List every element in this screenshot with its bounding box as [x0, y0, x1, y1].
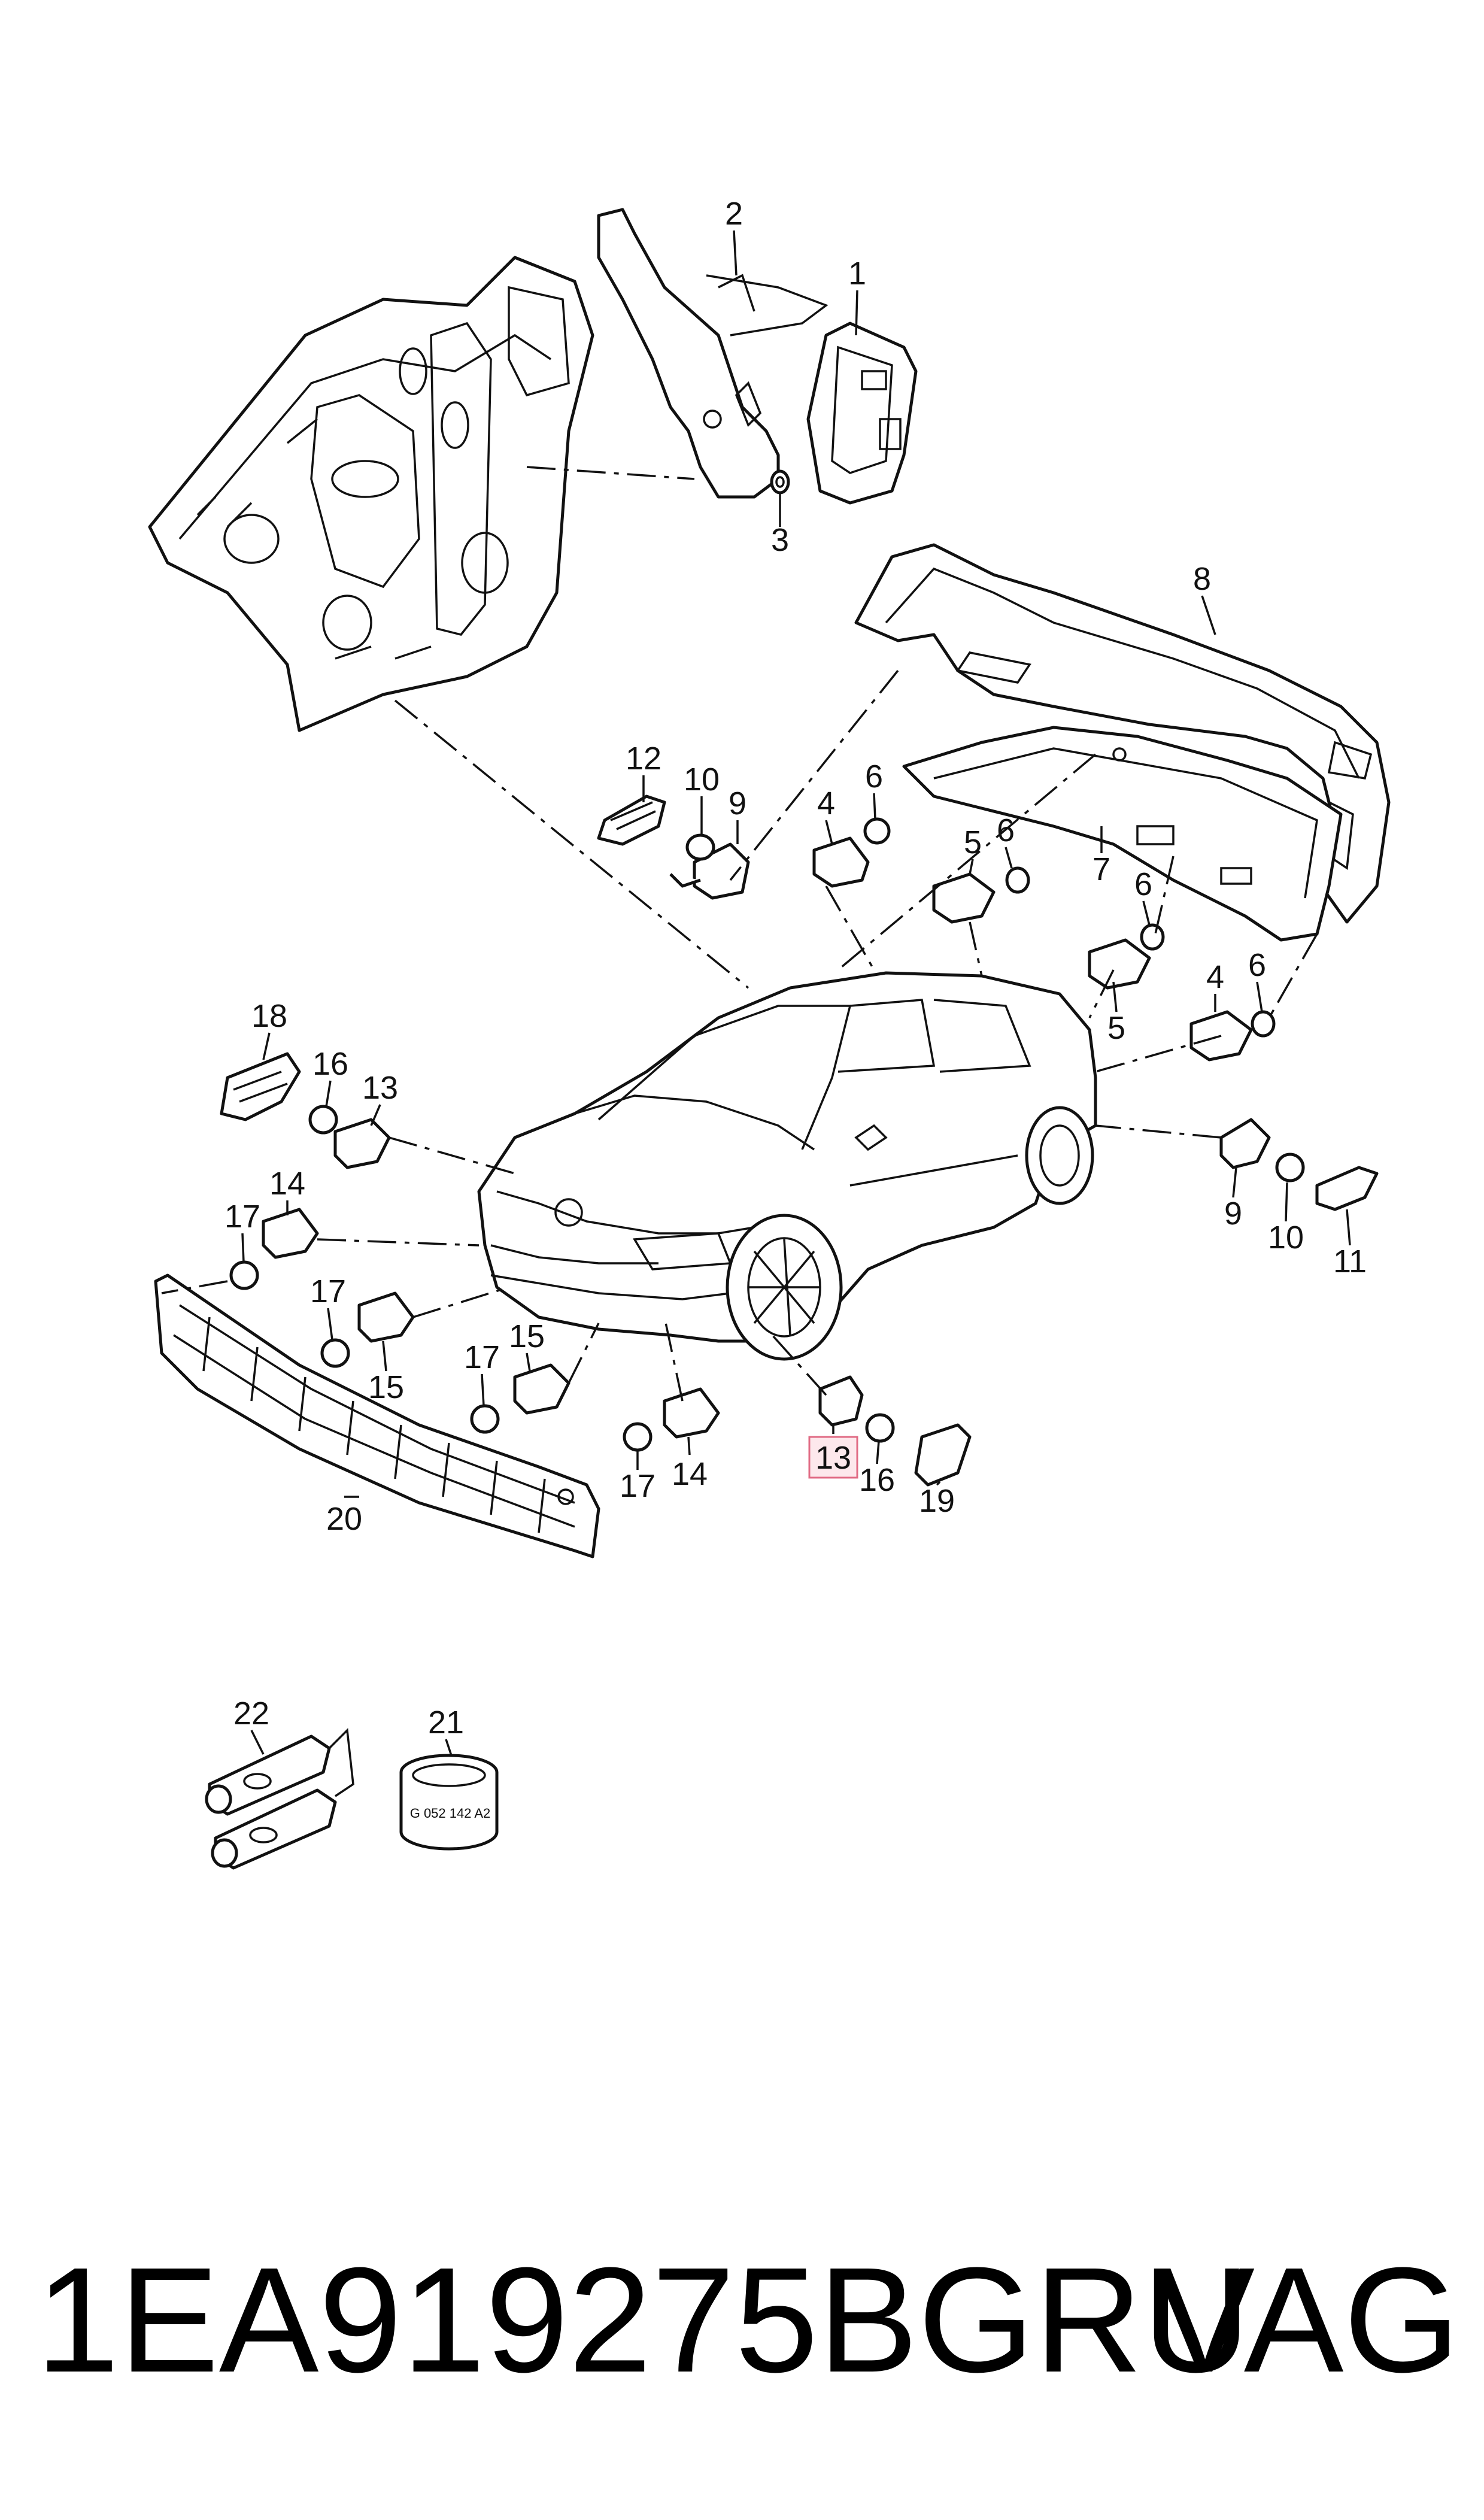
callout-9-right: 9	[1224, 1196, 1242, 1232]
callout-4-top: 4	[817, 786, 835, 821]
callout-7: 7	[1092, 851, 1110, 887]
callout-19: 19	[919, 1483, 955, 1519]
callout-15-left: 15	[368, 1369, 404, 1405]
callout-2: 2	[725, 196, 743, 232]
callout-17-d: 17	[620, 1468, 655, 1504]
callout-9-top: 9	[729, 786, 746, 821]
callout-18: 18	[251, 998, 287, 1034]
callout-17-b: 17	[310, 1273, 346, 1309]
callout-13-left: 13	[362, 1070, 398, 1106]
callout-11: 11	[1333, 1244, 1367, 1279]
decoupling-ring: G 052 142 A2	[399, 1754, 499, 1851]
callout-6-d: 6	[1248, 947, 1266, 983]
callout-labels: 1 2 3 4 4 5 5 6 6 6 6 7 8 9 9 10 10 11 1…	[224, 196, 1367, 1740]
wheel-housing-panel	[148, 256, 594, 732]
callout-6-a: 6	[865, 759, 883, 794]
callout-17-c: 17	[464, 1339, 500, 1375]
callout-20: 20	[326, 1501, 362, 1537]
car-body	[477, 971, 1097, 1361]
callout-17-a: 17	[224, 1199, 260, 1235]
part-number-caption: 1EA919275BGRU	[36, 2236, 1251, 2403]
nut	[770, 469, 790, 495]
callout-14-left: 14	[269, 1166, 305, 1202]
callout-13-highlighted: 13	[815, 1440, 851, 1476]
callout-4-right: 4	[1206, 959, 1224, 995]
callout-3: 3	[771, 522, 789, 558]
leader-lines	[241, 230, 1351, 1767]
mounting-bracket	[597, 208, 829, 499]
callout-16-right: 16	[859, 1462, 895, 1498]
callout-14-middle: 14	[672, 1456, 708, 1492]
control-unit	[806, 322, 918, 505]
callout-5-top: 5	[964, 824, 982, 860]
callout-6-b: 6	[997, 812, 1015, 848]
callout-5-lower: 5	[1107, 1010, 1125, 1046]
front-grille	[154, 1273, 600, 1558]
callout-6-c: 6	[1134, 866, 1152, 902]
link-panel-bracket	[526, 466, 695, 480]
callout-15-middle: 15	[509, 1318, 545, 1354]
rear-bumper-cover	[854, 543, 1391, 924]
callout-21: 21	[428, 1705, 464, 1740]
callout-12: 12	[626, 741, 661, 777]
ring-marking: G 052 142 A2	[410, 1806, 491, 1821]
callout-13-highlight-box	[808, 1436, 858, 1479]
sensor-tool-set	[205, 1728, 354, 1870]
callout-22: 22	[233, 1696, 269, 1731]
callout-10-top: 10	[684, 762, 720, 797]
callout-16-left: 16	[312, 1046, 348, 1082]
callout-8: 8	[1193, 561, 1211, 597]
callout-10-right: 10	[1268, 1220, 1304, 1256]
brand-caption: VAG	[1155, 2236, 1460, 2403]
callout-1: 1	[848, 256, 866, 292]
position-lines	[161, 669, 1318, 1402]
